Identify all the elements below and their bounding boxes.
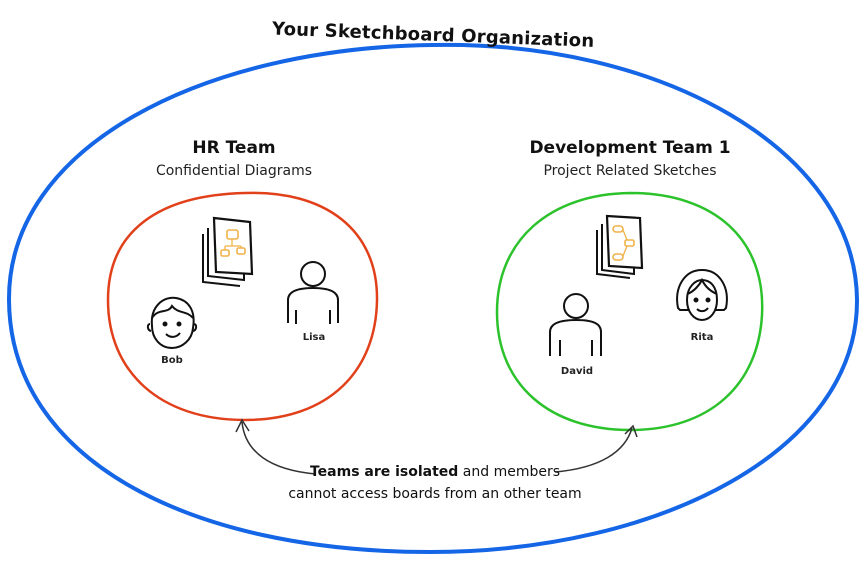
caption-bold: Teams are isolated [309,464,459,480]
hr-team-boundary [106,191,379,422]
hr-team-subtitle: Confidential Diagrams [155,163,313,179]
dev-team-title: Development Team 1 [529,138,731,158]
lisa-person-icon [287,261,339,324]
member-name-david: David [560,366,594,377]
member-name-bob: Bob [161,355,183,366]
hr-team-title: HR Team [192,138,276,158]
member-name-lisa: Lisa [302,332,326,343]
dev-team-subtitle: Project Related Sketches [543,163,717,179]
caption-line1: and members [458,464,561,480]
dev-team-boundary [495,191,764,432]
document-stack-icon [202,216,254,287]
member-name-rita: Rita [690,332,714,343]
caption-line2: cannot access boards from an other team [288,486,582,502]
isolation-caption: Teams are isolated and members cannot ac… [270,461,600,505]
document-stack-icon [596,214,644,279]
david-person-icon [549,293,602,356]
rita-avatar-icon [676,268,728,322]
organization-boundary [6,42,860,555]
isolation-arrow-right [554,424,638,473]
bob-avatar-icon [146,296,198,350]
isolation-arrow-left [235,418,317,475]
